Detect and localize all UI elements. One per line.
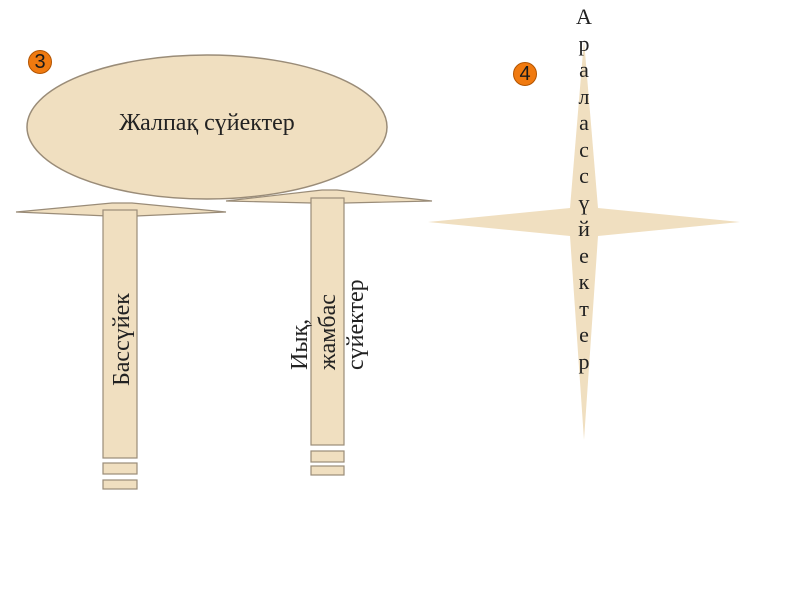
flat-bones-ellipse xyxy=(26,54,388,200)
letter: е xyxy=(579,242,589,268)
letter: т xyxy=(579,295,589,321)
shoulder-pelvis-line-3: сүйектер xyxy=(343,279,369,370)
left-column-segment-2 xyxy=(102,479,138,490)
letter: а xyxy=(579,110,589,135)
left-column-shaft xyxy=(102,209,138,459)
left-column-segment-1 xyxy=(102,462,138,475)
right-column-segment-2 xyxy=(310,465,345,476)
letter: р xyxy=(578,348,590,374)
letter: с xyxy=(579,136,589,162)
shoulder-pelvis-label: Иық, жамбас сүйектер xyxy=(286,279,370,370)
shoulder-pelvis-line-2: жамбас xyxy=(315,294,341,370)
letter: А xyxy=(576,4,592,29)
badge-3: 3 xyxy=(28,50,52,74)
letter: л xyxy=(578,83,590,109)
right-column-segment-1 xyxy=(310,450,345,463)
shoulder-pelvis-line-1: Иық, xyxy=(287,318,313,370)
letter: е xyxy=(579,322,589,347)
right-column-shaft xyxy=(310,197,345,446)
letter: ү xyxy=(578,189,590,215)
badge-4: 4 xyxy=(513,62,537,86)
letter: к xyxy=(578,269,590,294)
mixed-bones-star xyxy=(428,40,740,440)
skull-label: Бассүйек xyxy=(109,293,135,386)
mixed-bones-label: А р а л а с с ү й е к т е р xyxy=(570,4,598,375)
flat-bones-label: Жалпақ сүйектер xyxy=(119,110,295,136)
letter: й xyxy=(578,216,590,241)
letter: с xyxy=(579,163,589,188)
letter: а xyxy=(579,57,589,82)
letter: р xyxy=(578,30,590,56)
